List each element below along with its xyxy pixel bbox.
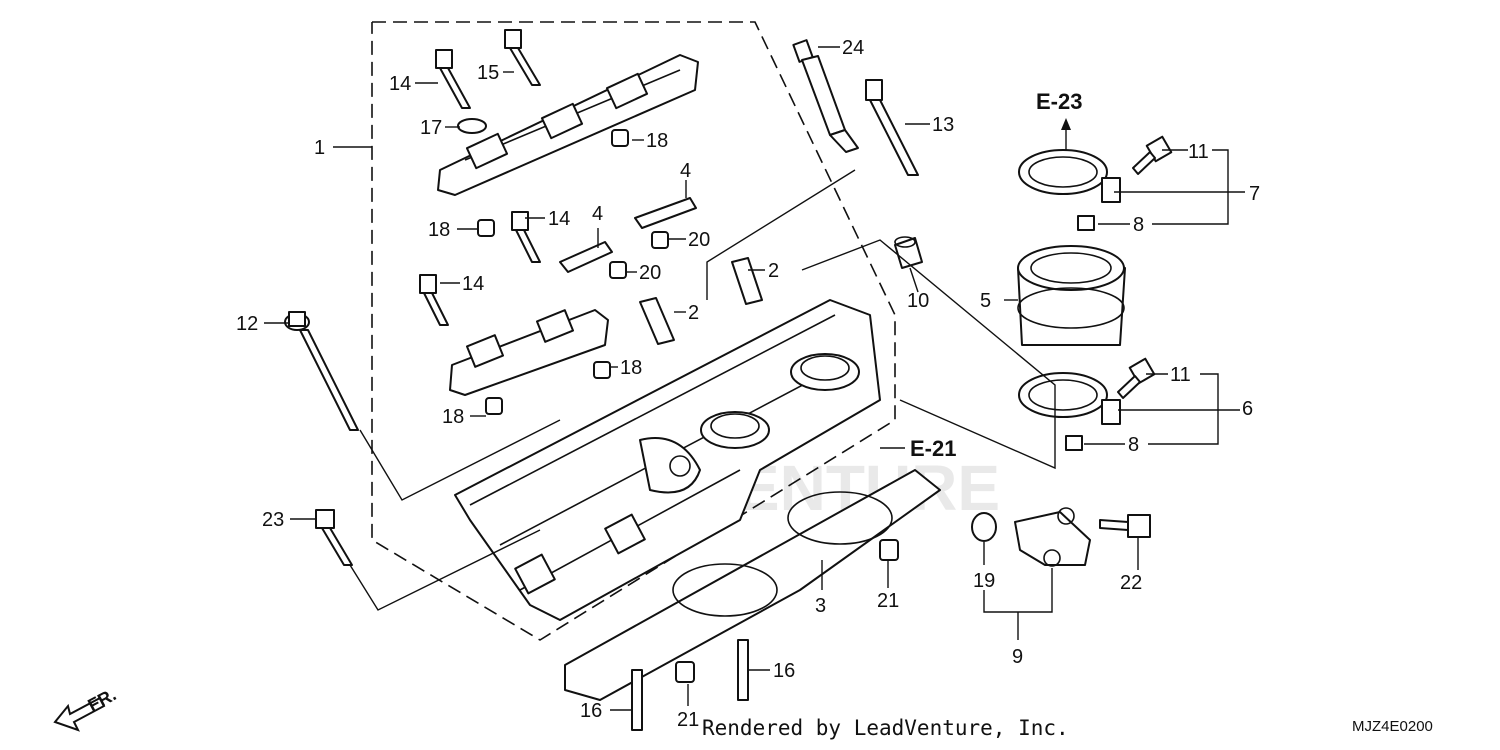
bolt-11a [1132, 135, 1173, 175]
bolt-22 [1099, 514, 1151, 538]
callout-16: 16 [580, 700, 602, 722]
diagram-code: MJZ4E0200 [1352, 718, 1433, 735]
reference-e21: E-21 [910, 436, 956, 461]
head-gasket [564, 469, 941, 701]
callout-22: 22 [1120, 572, 1142, 594]
callout-13: 13 [932, 114, 954, 136]
callout-9: 9 [1012, 646, 1023, 668]
clamp-6 [1018, 372, 1121, 425]
callout-3: 3 [815, 595, 826, 617]
camshaft-holder-lower [449, 309, 609, 396]
bolt-11b [1117, 357, 1156, 399]
callout-18: 18 [646, 130, 668, 152]
bolt-15 [504, 29, 541, 86]
nut-8b [1065, 435, 1083, 451]
intake-insulator-5 [1017, 245, 1126, 346]
front-direction-arrow [53, 696, 106, 732]
callout-1: 1 [314, 137, 325, 159]
callout-16: 16 [773, 660, 795, 682]
bolt-12 [284, 311, 359, 431]
callout-21: 21 [877, 590, 899, 612]
sensor-9 [971, 507, 1091, 567]
e23-arrow-head [1061, 118, 1071, 130]
callout-12: 12 [236, 313, 258, 335]
seal-gaskets [559, 197, 697, 273]
dowel-pins [477, 129, 899, 683]
callout-8: 8 [1133, 214, 1144, 236]
bolt-14c [419, 274, 449, 326]
callout-2: 2 [688, 302, 699, 324]
clamp-7 [1018, 149, 1121, 203]
callout-19: 19 [973, 570, 995, 592]
callout-20: 20 [688, 229, 710, 251]
callout-2: 2 [768, 260, 779, 282]
callout-20: 20 [639, 262, 661, 284]
callout-4: 4 [680, 160, 691, 182]
callout-18: 18 [442, 406, 464, 428]
callout-14: 14 [462, 273, 484, 295]
callout-6: 6 [1242, 398, 1253, 420]
nut-8a [1077, 215, 1095, 231]
footer-credit: Rendered by LeadVenture, Inc. [702, 716, 1069, 740]
leader-lines [264, 46, 1245, 711]
cylinder-head [454, 299, 881, 621]
callout-14: 14 [548, 208, 570, 230]
part-callouts: 1 2 2 3 4 4 5 6 7 8 8 9 10 11 11 12 13 1… [84, 37, 1260, 731]
spark-plug [792, 39, 859, 153]
insulator-10 [894, 236, 923, 269]
callout-11: 11 [1188, 141, 1209, 163]
reference-e23: E-23 [1036, 89, 1082, 114]
callout-17: 17 [420, 117, 442, 139]
callout-23: 23 [262, 509, 284, 531]
callout-5: 5 [980, 290, 991, 312]
bolt-23 [315, 509, 353, 566]
washer-17 [457, 118, 487, 134]
callout-14: 14 [389, 73, 411, 95]
valve-guides [639, 257, 763, 345]
callout-18: 18 [428, 219, 450, 241]
camshaft-holder-upper [437, 54, 699, 196]
callout-18: 18 [620, 357, 642, 379]
callout-7: 7 [1249, 183, 1260, 205]
bolt-14b [511, 211, 541, 263]
callout-10: 10 [907, 290, 929, 312]
assembly-outline [371, 21, 896, 641]
callout-24: 24 [842, 37, 864, 59]
callout-8: 8 [1128, 434, 1139, 456]
bolt-14a [435, 49, 471, 109]
callout-11: 11 [1170, 364, 1191, 386]
callout-15: 15 [477, 62, 499, 84]
bolt-13 [865, 79, 919, 176]
callout-21: 21 [677, 709, 699, 731]
callout-4: 4 [592, 203, 603, 225]
